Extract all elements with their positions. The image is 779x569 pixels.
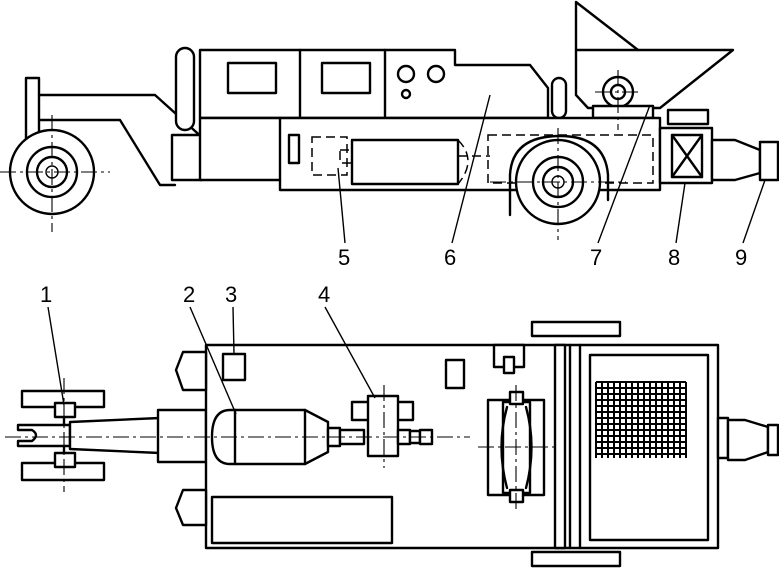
- label-8: 8: [668, 245, 680, 270]
- panel-3: [221, 352, 247, 382]
- top-view-leaders: [47, 306, 376, 415]
- label-7: 7: [590, 245, 602, 270]
- hydraulic-column: [550, 76, 568, 120]
- nozzle-top: [716, 416, 779, 462]
- gauge-icon: [396, 64, 416, 84]
- front-axle: [16, 389, 208, 482]
- top-view: [5, 320, 779, 568]
- label-4: 4: [318, 282, 330, 307]
- gauge-icon: [400, 88, 412, 100]
- side-view: [0, 0, 779, 240]
- label-2: 2: [183, 282, 195, 307]
- hopper-grid: [588, 353, 710, 542]
- rear-axle-top: [530, 320, 622, 338]
- label-9: 9: [735, 245, 747, 270]
- label-6: 6: [444, 245, 456, 270]
- exhaust-stack: [174, 46, 196, 132]
- hopper: [574, 0, 735, 120]
- label-3: 3: [225, 282, 237, 307]
- label-5: 5: [338, 245, 350, 270]
- cabin-window-right: [320, 61, 372, 95]
- upper-housing: [198, 48, 550, 120]
- cabin-window-left: [226, 61, 278, 95]
- divider-plate: [553, 343, 567, 550]
- side-vent: [287, 133, 301, 165]
- rear-axle-bottom: [530, 550, 622, 568]
- part-labels: 5 6 7 8 9 1 2 3 4: [40, 245, 747, 307]
- discharge-nozzle: [710, 138, 779, 182]
- panel-small: [444, 358, 466, 390]
- side-view-leaders: [337, 94, 766, 244]
- tow-frame: [24, 76, 207, 187]
- concrete-cylinder: [350, 138, 460, 186]
- gauge-icon: [426, 64, 446, 84]
- label-1: 1: [40, 282, 52, 307]
- valve-box: [658, 108, 714, 185]
